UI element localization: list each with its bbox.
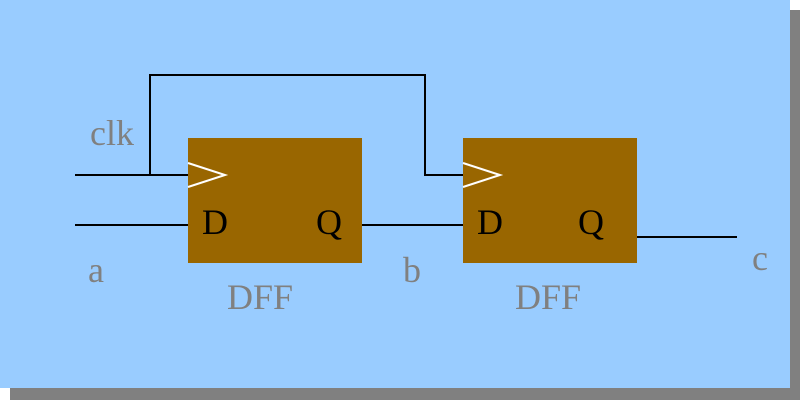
diagram-panel [0,0,790,388]
dff-2: D Q DFF [462,138,637,317]
dff-1-clock-marker [187,162,229,188]
dff-2-q-pin: Q [578,202,604,242]
dff-1-d-pin: D [202,202,228,242]
dff-2-d-pin: D [477,202,503,242]
dff-1-body [188,138,362,263]
signal-label-clk: clk [90,113,134,153]
dff-1-q-pin: Q [316,202,342,242]
signal-label-b: b [403,250,421,290]
dff-2-clock-marker [462,162,504,188]
dff-1: D Q DFF [187,138,362,317]
dff-2-label: DFF [515,277,581,317]
clk-branch-wire [149,74,463,176]
dff-1-label: DFF [227,277,293,317]
signal-label-c: c [752,238,768,278]
signal-label-a: a [88,250,104,290]
dff-2-body [463,138,637,263]
